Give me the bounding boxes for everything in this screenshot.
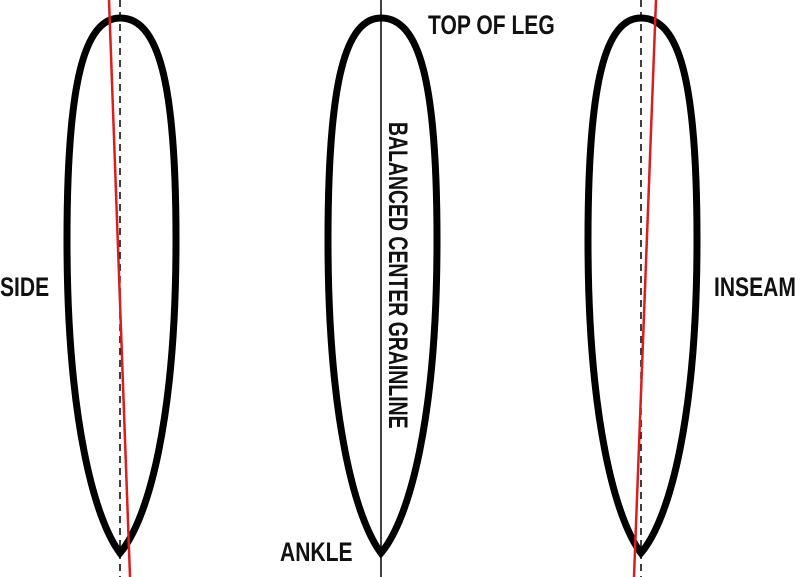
label-top-of-leg: TOP OF LEG bbox=[428, 11, 555, 41]
leg-outline bbox=[584, 14, 701, 559]
leg-outline bbox=[63, 14, 180, 559]
leg-center bbox=[324, 0, 441, 577]
label-inseam: INSEAM bbox=[714, 273, 796, 303]
label-grainline: BALANCED CENTER GRAINLINE bbox=[383, 122, 413, 429]
leg-left bbox=[63, 0, 180, 577]
leg-outline bbox=[324, 14, 441, 559]
label-ankle: ANKLE bbox=[280, 538, 353, 568]
offset-grainline bbox=[632, 0, 658, 577]
offset-grainline bbox=[107, 0, 132, 577]
label-side: SIDE bbox=[0, 273, 49, 303]
leg-right bbox=[584, 0, 701, 577]
